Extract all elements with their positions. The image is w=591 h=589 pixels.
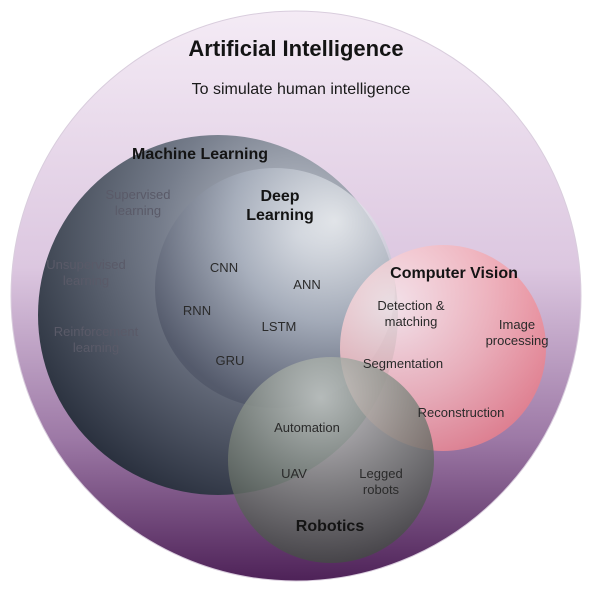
- dl-item-lstm: LSTM: [261, 319, 297, 334]
- cv-item-reconstruction: Reconstruction: [417, 405, 505, 420]
- ml-item-reinforcement: Reinforcement learning: [54, 324, 139, 355]
- dl-title: Deep Learning: [246, 187, 314, 225]
- cv-item-segmentation: Segmentation: [362, 356, 444, 371]
- ml-item-unsupervised-line1: Unsupervised: [46, 257, 126, 272]
- ai-subtitle: To simulate human intelligence: [191, 81, 411, 98]
- ml-item-reinforcement-line1: Reinforcement: [53, 324, 139, 339]
- cv-item-detection: Detection & matching: [377, 298, 444, 329]
- robotics-item-legged: Legged robots: [359, 466, 402, 497]
- cv-item-detection-line1: Detection &: [377, 298, 445, 313]
- robotics-item-legged-line2: robots: [362, 481, 400, 497]
- ml-item-unsupervised-line2: learning: [62, 272, 110, 288]
- cv-item-detection-line2: matching: [384, 313, 438, 329]
- dl-item-rnn: RNN: [182, 303, 212, 318]
- ml-item-supervised: Supervised learning: [105, 187, 170, 218]
- dl-title-line2: Learning: [246, 207, 314, 225]
- ml-title: Machine Learning: [131, 146, 269, 163]
- dl-item-cnn: CNN: [209, 260, 239, 275]
- dl-circle: [155, 168, 395, 408]
- robotics-circle: [228, 357, 434, 563]
- cv-title: Computer Vision: [390, 265, 518, 282]
- dl-item-gru: GRU: [215, 353, 245, 368]
- ml-item-reinforcement-line2: learning: [72, 339, 120, 355]
- ml-item-supervised-line1: Supervised: [105, 187, 171, 202]
- ai-title: Artificial Intelligence: [188, 36, 404, 61]
- ml-item-supervised-line2: learning: [114, 202, 162, 218]
- cv-item-image-processing-line1: Image: [498, 317, 536, 332]
- cv-item-image-processing: Image processing: [486, 317, 549, 348]
- robotics-item-automation: Automation: [274, 420, 340, 435]
- cv-item-image-processing-line2: processing: [485, 332, 549, 348]
- dl-item-ann: ANN: [293, 277, 321, 292]
- dl-title-line1: Deep: [260, 188, 300, 205]
- ml-item-unsupervised: Unsupervised learning: [46, 257, 126, 288]
- robotics-title: Robotics: [295, 518, 365, 535]
- robotics-item-legged-line1: Legged: [359, 466, 403, 481]
- robotics-item-uav: UAV: [281, 466, 307, 481]
